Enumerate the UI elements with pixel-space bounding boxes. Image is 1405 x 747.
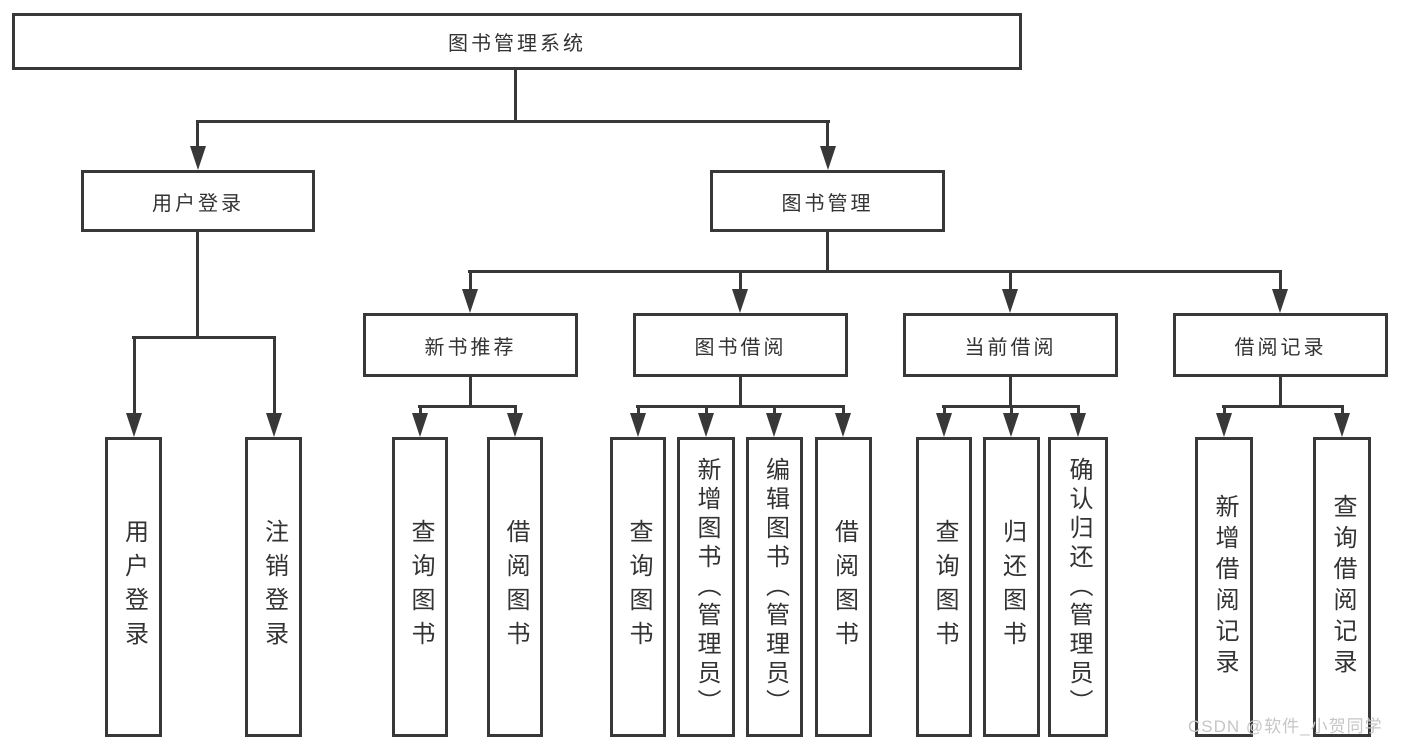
- node-root: 图书管理系统: [12, 13, 1022, 70]
- arrow-head-icon: [835, 413, 851, 437]
- arrow-head-icon: [630, 413, 646, 437]
- arrow-shaft: [514, 405, 517, 413]
- arrow-shaft: [739, 270, 742, 289]
- arrow-head-icon: [732, 289, 748, 313]
- leaf-user-login: 用户登录: [105, 437, 162, 737]
- leaf-confirm-return-admin: 确认归还（管理员）: [1048, 437, 1108, 737]
- arrow-head-icon: [698, 413, 714, 437]
- leaf-borrow-books-recommend: 借阅图书: [487, 437, 543, 737]
- arrow-shaft: [419, 405, 422, 413]
- connector-hbar: [418, 405, 517, 408]
- leaf-query-books-borrow: 查询图书: [610, 437, 666, 737]
- arrow-shaft: [842, 405, 845, 413]
- leaf-borrow-books: 借阅图书: [815, 437, 872, 737]
- connector-vline: [514, 70, 517, 120]
- arrow-shaft: [1341, 405, 1344, 413]
- arrow-head-icon: [1334, 413, 1350, 437]
- arrow-head-icon: [1003, 413, 1019, 437]
- node-book-management: 图书管理: [710, 170, 945, 232]
- arrow-head-icon: [1272, 289, 1288, 313]
- arrow-shaft: [826, 120, 829, 148]
- leaf-add-borrow-record: 新增借阅记录: [1195, 437, 1253, 737]
- arrow-shaft: [637, 405, 640, 413]
- arrow-head-icon: [1002, 289, 1018, 313]
- arrow-shaft: [273, 336, 276, 413]
- arrow-shaft: [705, 405, 708, 413]
- node-user-login: 用户登录: [81, 170, 315, 232]
- arrow-shaft: [469, 270, 472, 289]
- arrow-head-icon: [1216, 413, 1232, 437]
- arrow-shaft: [133, 336, 136, 413]
- leaf-query-borrow-record: 查询借阅记录: [1313, 437, 1371, 737]
- connector-hbar: [1222, 405, 1344, 408]
- node-new-book-recommend: 新书推荐: [363, 313, 578, 377]
- connector-vline: [1279, 377, 1282, 405]
- arrow-head-icon: [507, 413, 523, 437]
- arrow-head-icon: [820, 146, 836, 170]
- arrow-head-icon: [266, 413, 282, 437]
- connector-hbar: [468, 270, 1282, 273]
- leaf-add-books-admin: 新增图书（管理员）: [677, 437, 735, 737]
- arrow-shaft: [1223, 405, 1226, 413]
- node-current-borrowing: 当前借阅: [903, 313, 1118, 377]
- arrow-shaft: [773, 405, 776, 413]
- leaf-query-books-recommend: 查询图书: [392, 437, 448, 737]
- connector-vline: [196, 232, 199, 336]
- leaf-edit-books-admin: 编辑图书（管理员）: [746, 437, 803, 737]
- connector-hbar: [636, 405, 845, 408]
- arrow-head-icon: [766, 413, 782, 437]
- connector-vline: [469, 377, 472, 405]
- arrow-shaft: [1009, 270, 1012, 289]
- connector-vline: [1009, 377, 1012, 405]
- arrow-head-icon: [126, 413, 142, 437]
- arrow-head-icon: [190, 146, 206, 170]
- leaf-return-books: 归还图书: [983, 437, 1040, 737]
- connector-vline: [826, 232, 829, 270]
- node-borrow-records: 借阅记录: [1173, 313, 1388, 377]
- arrow-shaft: [1010, 405, 1013, 413]
- arrow-shaft: [943, 405, 946, 413]
- connector-hbar: [132, 336, 275, 339]
- arrow-head-icon: [412, 413, 428, 437]
- watermark: CSDN @软件_小贺同学: [1188, 717, 1383, 736]
- arrow-head-icon: [462, 289, 478, 313]
- leaf-logout: 注销登录: [245, 437, 302, 737]
- arrow-shaft: [1279, 270, 1282, 289]
- leaf-query-books-current: 查询图书: [916, 437, 972, 737]
- arrow-shaft: [196, 120, 199, 148]
- arrow-shaft: [1077, 405, 1080, 413]
- arrow-head-icon: [936, 413, 952, 437]
- connector-hbar: [196, 120, 830, 123]
- node-book-borrowing: 图书借阅: [633, 313, 848, 377]
- connector-vline: [739, 377, 742, 405]
- arrow-head-icon: [1070, 413, 1086, 437]
